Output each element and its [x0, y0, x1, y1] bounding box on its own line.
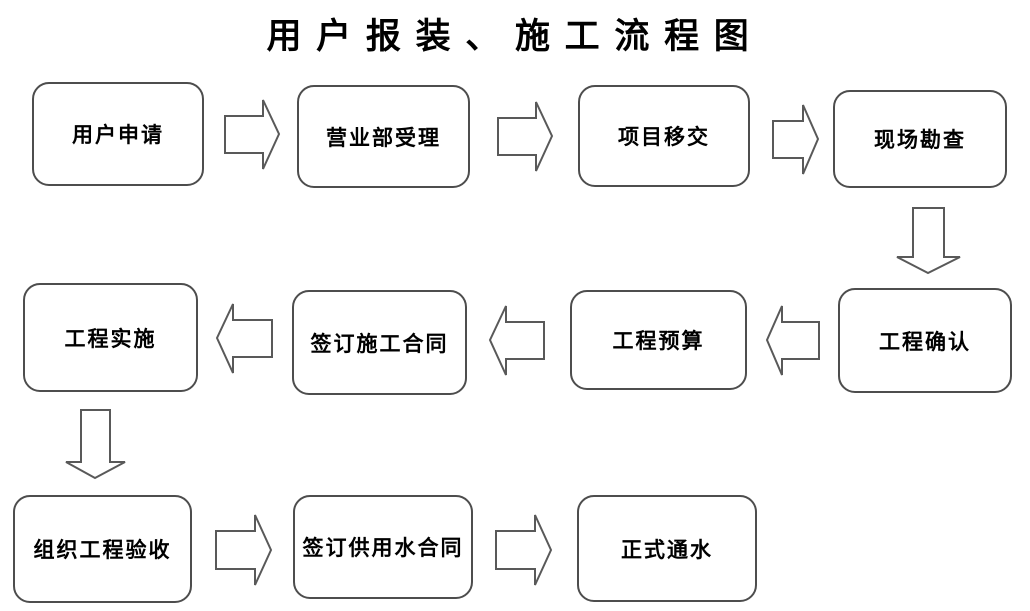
flow-node-label: 工程确认	[879, 328, 971, 354]
flow-node-user-apply: 用户申请	[32, 82, 204, 186]
arrow-down-icon	[896, 207, 961, 275]
page-title: 用户报装、施工流程图	[266, 16, 764, 57]
flow-node-project-budget: 工程预算	[570, 290, 747, 390]
flow-node-label: 工程预算	[612, 328, 705, 353]
flow-node-business-accept: 营业部受理	[297, 85, 470, 188]
flow-node-project-implement: 工程实施	[23, 283, 198, 392]
arrow-right-icon	[224, 99, 281, 170]
flow-node-label: 营业部受理	[326, 124, 441, 150]
flow-node-label: 组织工程验收	[33, 537, 172, 562]
arrow-left-icon	[488, 305, 545, 376]
arrow-left-icon	[215, 303, 273, 374]
flow-node-label: 签订施工合同	[310, 330, 449, 356]
flow-node-official-water-on: 正式通水	[577, 495, 757, 602]
arrow-right-icon	[772, 104, 820, 175]
flow-node-sign-construction-contract: 签订施工合同	[292, 290, 467, 395]
flow-node-project-transfer: 项目移交	[578, 85, 750, 187]
flow-node-sign-water-supply-contract: 签订供用水合同	[293, 495, 473, 599]
flow-node-label: 正式通水	[621, 536, 713, 562]
flow-node-label: 签订供用水合同	[302, 535, 464, 560]
flow-node-label: 用户申请	[72, 122, 164, 147]
flow-node-label: 项目移交	[618, 124, 710, 149]
flow-node-label: 工程实施	[64, 325, 157, 351]
arrow-right-icon	[497, 101, 554, 172]
arrow-right-icon	[215, 514, 273, 586]
arrow-left-icon	[765, 305, 820, 376]
arrow-down-icon	[65, 409, 126, 480]
flow-node-organize-acceptance: 组织工程验收	[13, 495, 192, 603]
flow-node-label: 现场勘查	[874, 127, 966, 152]
arrow-right-icon	[495, 514, 553, 586]
flow-node-site-survey: 现场勘查	[833, 90, 1007, 188]
flow-node-project-confirm: 工程确认	[838, 288, 1012, 393]
